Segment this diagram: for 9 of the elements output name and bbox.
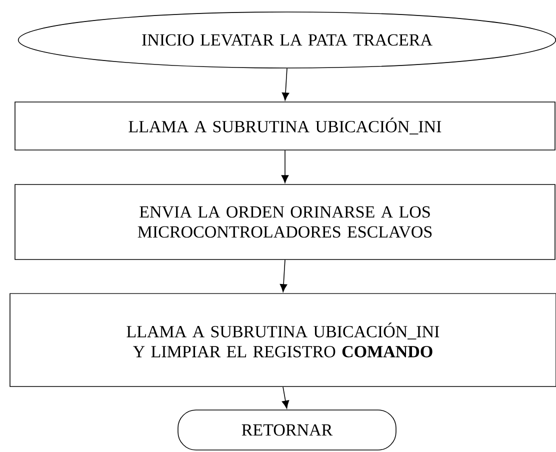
arrow <box>281 150 289 184</box>
process-box: LLAMA A SUBRUTINA UBICACIÓN_INI Y LIMPIAR EL REGISTRO COMANDO <box>10 293 556 387</box>
end-terminal: RETORNAR <box>178 410 396 450</box>
arrow <box>282 68 290 101</box>
process-box: ENVIA LA ORDEN ORINARSE A LOS MICROCONTROLADORES ESCLAVOS <box>14 184 556 260</box>
arrow <box>282 386 290 409</box>
start-terminal: INICIO LEVATAR LA PATA TRACERA <box>18 12 556 68</box>
arrow <box>280 260 288 292</box>
process-box: LLAMA A SUBRUTINA UBICACIÓN_INI <box>14 102 556 150</box>
